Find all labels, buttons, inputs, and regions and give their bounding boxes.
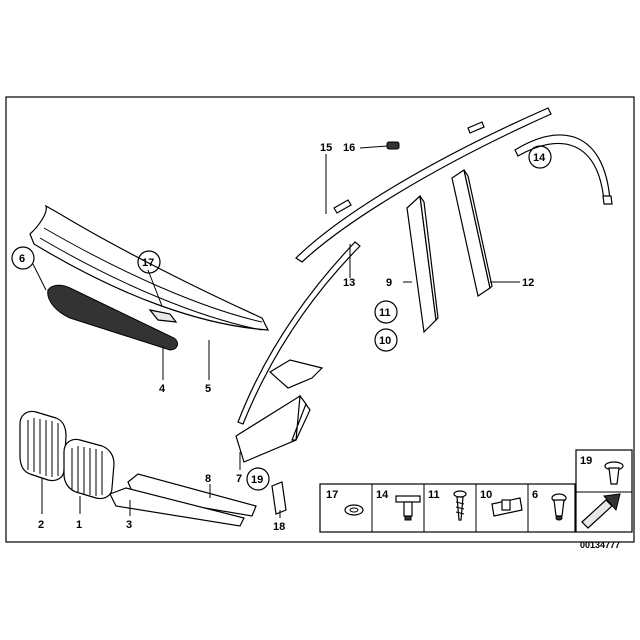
wheel-arch-trim (514, 134, 613, 205)
callout-4: 4 (159, 383, 166, 395)
air-duct (235, 359, 324, 463)
callout-11-circle (374, 300, 398, 324)
legend-strip: 17 14 11 10 6 (319, 483, 576, 533)
screw-icon (453, 490, 467, 521)
kidney-grille-left (19, 410, 67, 482)
callout-7: 7 (236, 473, 242, 485)
callout-14-circle (528, 145, 552, 169)
legend-side-box: 19 (575, 449, 633, 533)
legend-label-17: 17 (326, 489, 338, 501)
callout-18: 18 (273, 521, 285, 533)
cowl-panel (29, 204, 270, 331)
callout-5: 5 (205, 383, 211, 395)
callout-10: 10 (379, 335, 391, 347)
kidney-grille-right (63, 438, 115, 500)
b-pillar-trim-9 (406, 194, 439, 334)
callout-11: 11 (379, 307, 391, 319)
callout-14: 14 (533, 152, 546, 164)
callout-6: 6 (19, 253, 25, 265)
callout-17: 17 (142, 257, 154, 269)
bumper-trim-8 (109, 473, 257, 527)
callout-17-circle (137, 250, 161, 274)
b-pillar-trim-12 (451, 169, 493, 297)
callout-19-circle (246, 467, 270, 491)
legend-label-10: 10 (480, 489, 492, 501)
grille-insert (47, 284, 178, 351)
callout-3: 3 (126, 519, 132, 531)
arrow-icon (581, 493, 621, 529)
push-pin-icon (604, 461, 624, 485)
leader-lines (32, 145, 520, 518)
legend-label-14: 14 (376, 489, 389, 501)
callout-19: 19 (251, 474, 263, 486)
callout-1: 1 (76, 519, 82, 531)
callout-12: 12 (522, 277, 534, 289)
legend-label-19: 19 (580, 455, 592, 467)
callout-8: 8 (205, 473, 211, 485)
callout-2: 2 (38, 519, 44, 531)
clip-16 (386, 141, 400, 150)
roof-trim-strip (295, 107, 552, 263)
spring-nut-icon (491, 497, 523, 517)
expanding-rivet-icon (551, 493, 567, 521)
callout-15: 15 (320, 142, 332, 154)
callout-13: 13 (343, 277, 355, 289)
bracket-18 (271, 481, 287, 515)
diagram-id: 00134777 (580, 540, 620, 550)
callout-6-circle (11, 246, 35, 270)
callout-16: 16 (343, 142, 355, 154)
callout-10-circle (374, 328, 398, 352)
trim-clip-icon (395, 495, 421, 521)
a-pillar-strip (237, 241, 361, 425)
legend-label-11: 11 (428, 489, 440, 501)
diagram-frame (5, 96, 635, 543)
callout-9: 9 (386, 277, 392, 289)
legend-label-6: 6 (532, 489, 538, 501)
washer-icon (344, 504, 364, 516)
